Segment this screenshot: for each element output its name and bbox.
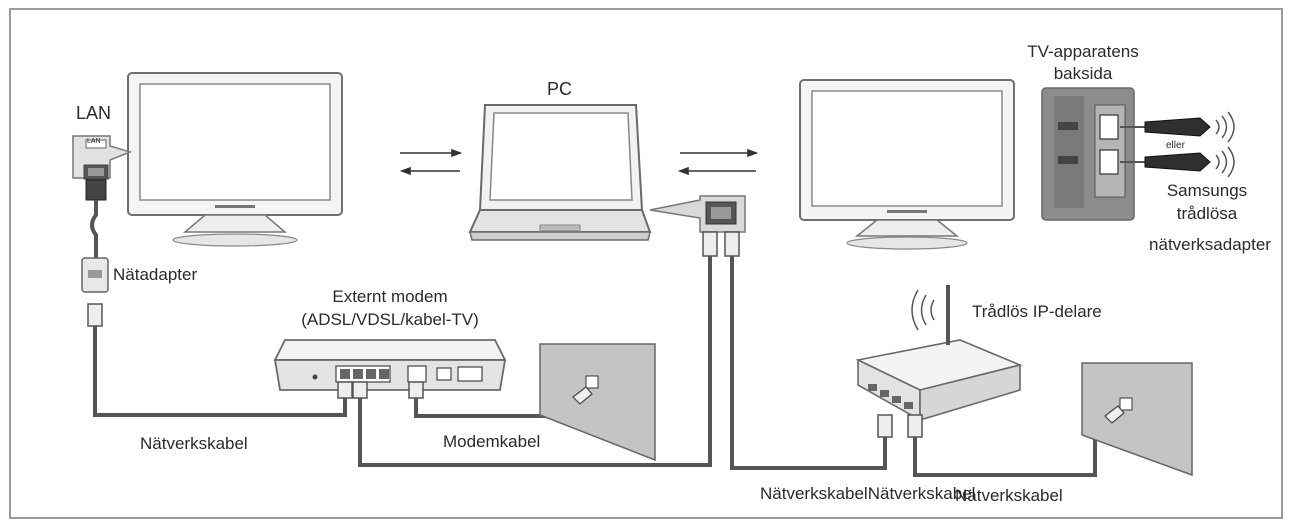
eller-label: eller (1166, 140, 1185, 151)
modem-cable-label: Modemkabel (443, 432, 541, 451)
modem-label-line1: Externt modem (332, 287, 448, 306)
tv-back-panel (1041, 87, 1135, 221)
arrows-left (399, 148, 463, 176)
modem-label-line2: (ADSL/VDSL/kabel-TV) (301, 310, 479, 329)
network-cable-right-label: Nätverkskabel (955, 486, 1063, 505)
wall-socket-right (1081, 362, 1193, 477)
lan-label: LAN (76, 103, 112, 123)
right-tv (799, 79, 1015, 250)
wireless-router-label: Trådlös IP-delare (972, 302, 1102, 321)
network-cable-left-label: Nätverkskabel (140, 434, 248, 453)
adapter-label-line2: trådlösa (1176, 204, 1238, 223)
pc-cables (358, 231, 887, 470)
lan-port-label: LAN (87, 138, 101, 145)
wall-socket-left (539, 343, 656, 462)
pc-label: PC (547, 79, 573, 99)
lan-plug-left (85, 179, 107, 258)
external-modem (273, 339, 507, 391)
adapter-label-line1: Samsungs (1166, 181, 1248, 200)
adapter-label-line3: nätverksadapter (1149, 235, 1271, 254)
tv-back-label-line2: baksida (1053, 64, 1113, 83)
power-adapter-label: Nätadapter (113, 265, 198, 284)
lan-port-callout (72, 135, 133, 180)
wireless-router (855, 285, 1023, 422)
arrows-right (677, 148, 759, 176)
network-cable-left (87, 303, 347, 417)
pc-lan-callout (649, 195, 746, 233)
router-plugs (877, 414, 923, 438)
tv-back-label-line1: TV-apparatens (1027, 42, 1139, 61)
left-tv (127, 72, 343, 247)
power-adapter (81, 257, 109, 293)
wireless-usb-adapters (1120, 111, 1235, 178)
pc-laptop (468, 104, 652, 241)
network-cable-bottom-label: NätverkskabelNätverkskabel (760, 484, 976, 503)
